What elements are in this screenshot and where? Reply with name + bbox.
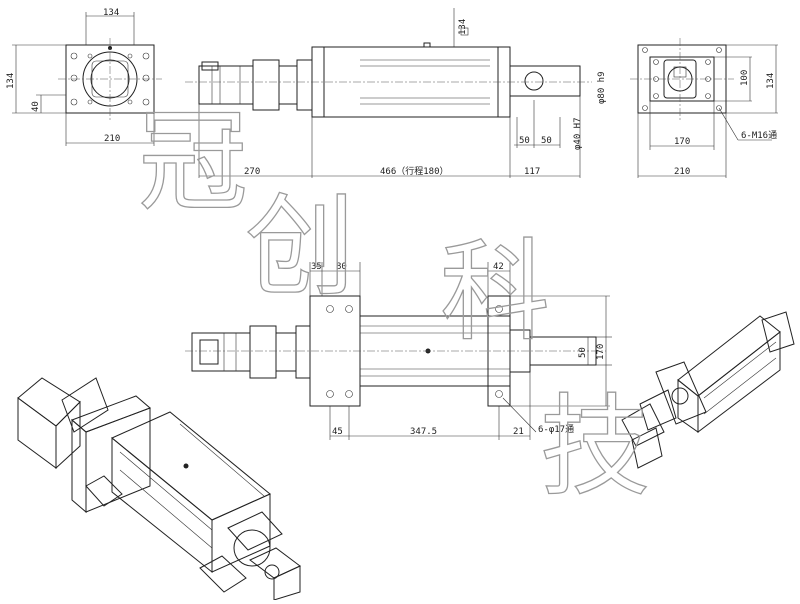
end-view: 170 210 100 134 6-M16通 bbox=[630, 38, 778, 178]
watermark-char-2: 创 bbox=[245, 183, 355, 311]
side-view: 270 466（行程180） 117 134 50 50 φ40 H7 φ80 … bbox=[185, 8, 607, 178]
dim-body-length: 466（行程180） bbox=[380, 165, 449, 177]
dim-front-top-width: 134 bbox=[103, 8, 119, 18]
dim-plan-170: 170 bbox=[596, 344, 606, 360]
dim-barrel-dia: φ80 h9 bbox=[597, 71, 607, 104]
isometric-large bbox=[17, 377, 301, 601]
reducer-flange bbox=[252, 59, 280, 111]
dim-front-bottom-width: 210 bbox=[104, 134, 120, 144]
rod-clevis bbox=[509, 65, 581, 97]
dim-plan-50: 50 bbox=[578, 347, 588, 358]
dim-end-inner-width: 170 bbox=[674, 137, 690, 147]
adapter-block bbox=[296, 59, 313, 111]
watermark-char-1: 冠 bbox=[138, 98, 248, 226]
dim-plan-42: 42 bbox=[493, 262, 504, 272]
dim-end-outer-width: 210 bbox=[674, 167, 690, 177]
dim-plan-35: 35 bbox=[311, 262, 322, 272]
watermark-char-3: 科 bbox=[440, 228, 550, 356]
plan-motor bbox=[191, 332, 251, 372]
dim-plan-45: 45 bbox=[332, 427, 343, 437]
dim-end-inner-height: 100 bbox=[740, 70, 750, 86]
front-view: 134 134 40 210 bbox=[6, 8, 162, 146]
watermark: 冠 创 科 技 bbox=[137, 97, 650, 511]
dim-front-side-height: 134 bbox=[6, 73, 16, 89]
dim-square: 134 bbox=[458, 19, 468, 35]
plan-view: 35 80 42 45 347.5 21 6-φ17通 50 170 bbox=[185, 262, 612, 440]
dim-motor-length: 270 bbox=[244, 167, 260, 177]
watermark-char-4: 技 bbox=[540, 383, 650, 511]
mounting-holes bbox=[70, 52, 150, 106]
dim-plan-21: 21 bbox=[513, 427, 524, 437]
dim-plan-80: 80 bbox=[336, 262, 347, 272]
dim-plan-span: 347.5 bbox=[410, 427, 437, 437]
thread-note: 6-M16通 bbox=[741, 130, 777, 141]
dim-rod-w2: 50 bbox=[541, 136, 552, 146]
dim-rod-dia: φ40 H7 bbox=[573, 117, 583, 150]
clevis-hole bbox=[524, 71, 544, 91]
dim-front-offset: 40 bbox=[31, 101, 41, 112]
hole-note: 6-φ17通 bbox=[538, 424, 574, 435]
dim-rod-w1: 50 bbox=[519, 136, 530, 146]
dim-rod-length: 117 bbox=[524, 167, 540, 177]
iso-body-top bbox=[111, 411, 271, 521]
dim-end-outer-height: 134 bbox=[766, 73, 776, 89]
isometric-small bbox=[621, 311, 795, 469]
